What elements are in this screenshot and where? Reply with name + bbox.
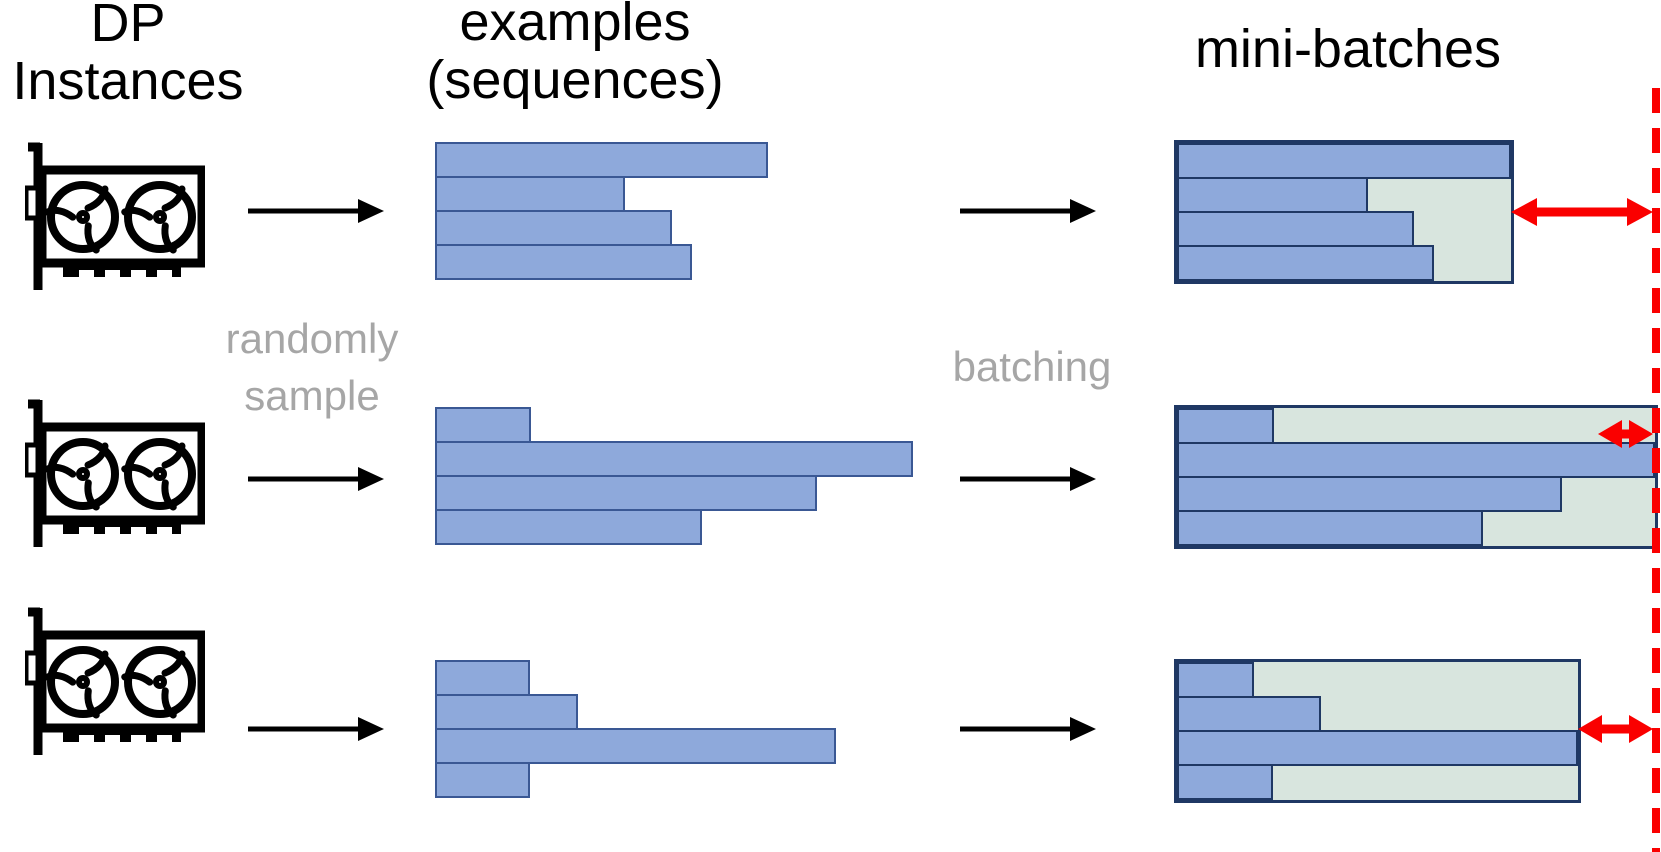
sequence-bar xyxy=(435,176,625,212)
gpu-icon xyxy=(25,607,205,755)
column-title-examples: examples (sequences) xyxy=(375,0,775,109)
sequence-bar xyxy=(435,407,531,443)
padded-sequence-bar xyxy=(1177,476,1562,512)
padded-sequence-bar xyxy=(1177,442,1655,478)
padded-sequence-bar xyxy=(1177,245,1434,281)
flow-arrow-icon xyxy=(960,199,1096,223)
title-line: mini-batches xyxy=(1194,19,1502,79)
padded-sequence-bar xyxy=(1177,730,1578,766)
label-randomly-sample: randomly sample xyxy=(162,310,462,424)
padded-sequence-bar xyxy=(1177,696,1321,732)
padded-sequence-bar xyxy=(1177,211,1414,247)
padding-arrow-icon xyxy=(1578,715,1653,743)
sequence-bar xyxy=(435,694,578,730)
column-title-mini-batches: mini-batches xyxy=(1148,20,1548,78)
padded-sequence-bar xyxy=(1177,662,1254,698)
label-line: batching xyxy=(952,343,1112,390)
flow-arrow-icon xyxy=(248,199,384,223)
mini-batch xyxy=(1174,405,1658,549)
example-sequences-group xyxy=(435,407,955,547)
flow-arrow-icon xyxy=(960,717,1096,741)
padded-sequence-bar xyxy=(1177,143,1511,179)
sequence-bar xyxy=(435,142,768,178)
flow-arrow-icon xyxy=(960,467,1096,491)
flow-arrow-icon xyxy=(248,717,384,741)
label-line: sample xyxy=(244,372,380,419)
mini-batch xyxy=(1174,659,1581,803)
label-batching: batching xyxy=(882,338,1182,395)
sequence-bar xyxy=(435,441,913,477)
title-line: Instances xyxy=(12,51,244,111)
sequence-bar xyxy=(435,660,530,696)
padding-arrow-icon xyxy=(1598,420,1653,448)
sequence-bar xyxy=(435,728,836,764)
max-length-dashed-line-icon xyxy=(1652,88,1660,852)
title-line: examples xyxy=(459,0,691,52)
padded-sequence-bar xyxy=(1177,510,1483,546)
padded-sequence-bar xyxy=(1177,177,1368,213)
flow-arrow-icon xyxy=(248,467,384,491)
title-line: (sequences) xyxy=(426,50,724,110)
sequence-bar xyxy=(435,475,817,511)
padded-sequence-bar xyxy=(1177,408,1274,444)
sequence-bar xyxy=(435,244,692,280)
label-line: randomly xyxy=(225,315,399,362)
sequence-bar xyxy=(435,762,530,798)
example-sequences-group xyxy=(435,142,955,282)
example-sequences-group xyxy=(435,660,955,800)
title-line: DP xyxy=(90,0,166,53)
padding-arrow-icon xyxy=(1511,198,1653,226)
mini-batch xyxy=(1174,140,1514,284)
gpu-icon xyxy=(25,142,205,290)
gpu-icon xyxy=(25,399,205,547)
sequence-bar xyxy=(435,509,702,545)
sequence-bar xyxy=(435,210,672,246)
padded-sequence-bar xyxy=(1177,764,1273,800)
column-title-dp-instances: DP Instances xyxy=(0,0,256,110)
